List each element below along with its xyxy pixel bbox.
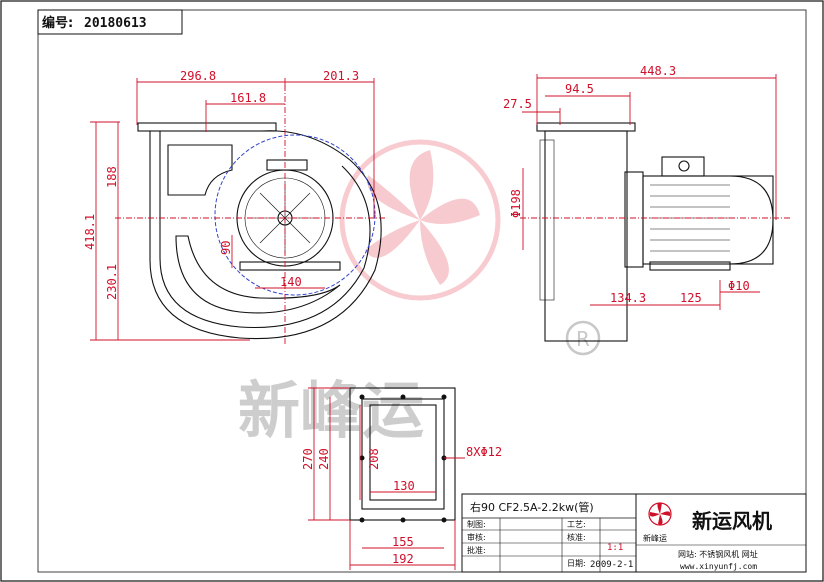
brand-small: 新峰运 (643, 533, 667, 543)
dim-total-height: 418.1 (83, 214, 97, 250)
code-label: 编号: (42, 15, 73, 31)
row-label-drawn: 制图: (467, 519, 486, 529)
registered-mark-icon (565, 320, 601, 356)
code-value: 20180613 (84, 16, 147, 31)
dim-side-a: 94.5 (565, 82, 594, 96)
dim-flange-h2: 240 (317, 448, 331, 470)
process-label: 工艺: (567, 520, 586, 529)
dim-lower-height: 230.1 (105, 264, 119, 300)
base-slot (175, 235, 341, 314)
dim-base-width: 140 (280, 275, 302, 289)
dim-side-overall: 448.3 (640, 64, 676, 78)
watermark-fan-icon (365, 150, 480, 285)
front-view (90, 78, 385, 345)
dim-upper-height: 188 (105, 166, 119, 188)
dim-side-d: 125 (680, 291, 702, 305)
dim-flange-h1: 270 (301, 448, 315, 470)
row-label-review: 审核: (467, 532, 486, 542)
dim-side-c: 134.3 (610, 291, 646, 305)
registered-letter: R (576, 327, 590, 351)
dim-flange-h3: 208 (367, 448, 381, 470)
flange-opening (369, 404, 437, 501)
dim-flange-w1: 130 (393, 479, 415, 493)
website-url: www.xinyunfj.com (680, 562, 757, 571)
dim-top-left: 296.8 (180, 69, 216, 83)
code-box (37, 9, 183, 35)
watermark-logo: 新峰运 R (238, 139, 601, 447)
dim-flange-holes: 8XΦ12 (466, 445, 502, 459)
dim-side-b: 27.5 (503, 97, 532, 111)
terminal-box (661, 156, 705, 177)
brand-large: 新运风机 (692, 509, 772, 533)
date-value: 2009-2-1 (590, 560, 633, 570)
inner-border (37, 9, 807, 573)
scale-value: 1:1 (607, 543, 623, 553)
watermark-text: 新峰运 (238, 374, 424, 447)
row-label-approve: 批准: (467, 545, 486, 555)
dim-side-dia: Φ198 (509, 189, 523, 218)
dim-outlet-small: 90 (219, 241, 233, 255)
dim-inlet-offset: 161.8 (230, 91, 266, 105)
dim-flange-w2: 155 (392, 535, 414, 549)
outlet-flange (308, 387, 465, 570)
fan-housing-side (544, 130, 628, 342)
impeller-outline (214, 134, 376, 296)
motor-mount (239, 261, 341, 271)
dim-flange-w3: 192 (392, 552, 414, 566)
watermark-ring (339, 139, 501, 301)
side-view (520, 74, 790, 342)
volute-casing (149, 130, 382, 340)
date-label: 日期: (567, 559, 586, 568)
outlet-window (167, 144, 233, 196)
model-title: 右90 CF2.5A-2.2kw(管) (470, 500, 594, 514)
flange-bolt-holes-icon (359, 394, 447, 523)
brand-logo-icon (648, 502, 672, 526)
dim-top-right: 201.3 (323, 69, 359, 83)
check-label: 核准: (567, 532, 586, 542)
title-block (461, 493, 807, 573)
dim-side-hole: Φ10 (728, 279, 750, 293)
website-line: 网站: 不锈钢风机 网址 (678, 549, 758, 559)
